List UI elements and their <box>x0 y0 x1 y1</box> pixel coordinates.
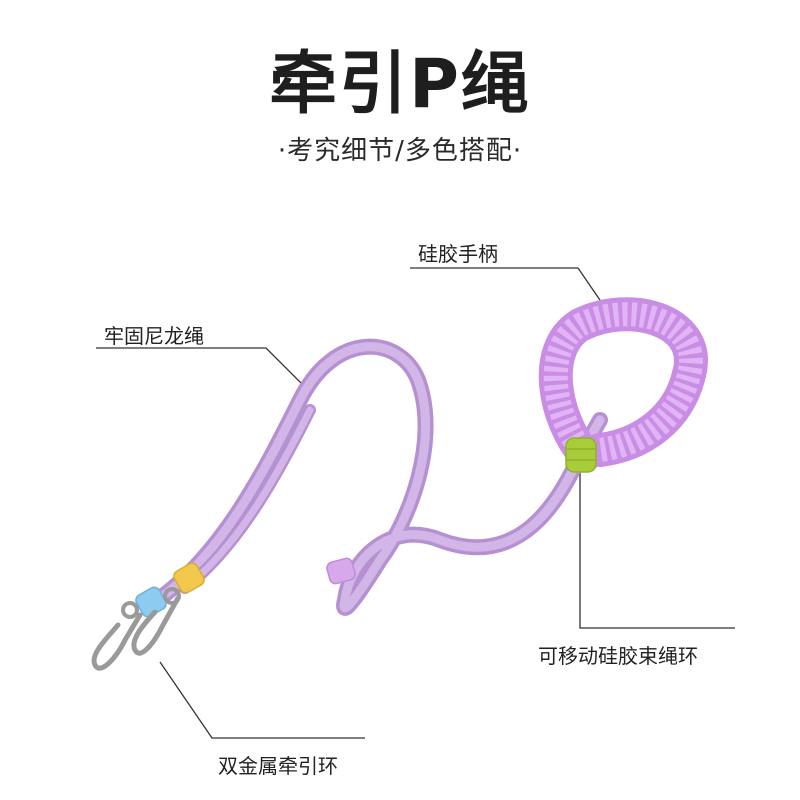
silicone-handle <box>538 297 708 472</box>
callout-nylon-rope: 牢固尼龙绳 <box>104 324 204 348</box>
nylon-leader-line <box>96 347 309 391</box>
page-title: 牵引P绳 <box>269 45 531 124</box>
callout-movable-ring: 可移动硅胶束绳环 <box>538 644 698 668</box>
callout-silicone-handle: 硅胶手柄 <box>418 242 498 266</box>
yellow-sleeve <box>173 562 205 594</box>
metal-clasp-left <box>91 601 143 671</box>
nylon-rope <box>142 338 608 616</box>
callout-metal-clasps: 双金属牵引环 <box>218 754 338 778</box>
metal-leader-line <box>159 661 365 739</box>
green-binding-ring <box>565 437 597 473</box>
page-subtitle: ·考究细节/多色搭配· <box>277 136 523 166</box>
ring-leader-line <box>579 468 735 629</box>
movable-silicone-ring <box>326 557 356 585</box>
metal-clasp-right <box>131 587 181 656</box>
